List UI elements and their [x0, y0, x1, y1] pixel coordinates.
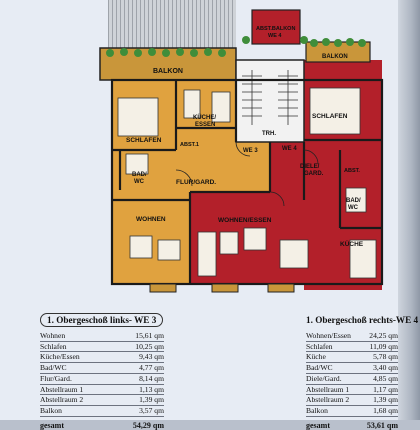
- room-label-bad-wc-right: BAD/WC: [346, 198, 361, 211]
- room-label-abst-right: ABST.: [344, 168, 360, 174]
- room-label-balkon-right: BALKON: [322, 54, 348, 60]
- plants-right: [310, 38, 366, 47]
- room-label-trh: TRH.: [262, 131, 276, 137]
- room-label-balkon: BALKON: [153, 68, 183, 75]
- table-row: Diele/Gard.4,85 qm: [306, 373, 398, 385]
- furniture: [117, 87, 377, 279]
- room-label-schlafen-left: SCHLAFEN: [126, 137, 162, 144]
- plants-left: [106, 48, 226, 57]
- room-label-wohnen-essen: WOHNEN/ESSEN: [218, 217, 272, 224]
- room-label-abst1: ABST.1: [180, 142, 199, 148]
- room-label-flur-gard: FLUR/GARD.: [176, 179, 216, 186]
- area-table-we4-title: 1. Obergeschoß rechts-WE 4: [306, 315, 419, 325]
- kueche-essen-line2: ESSEN: [195, 122, 215, 128]
- table-row: Flur/Gard.8,14 qm: [40, 373, 164, 385]
- walls: [110, 78, 384, 286]
- window-bays: [149, 283, 295, 293]
- book-spine: [398, 0, 420, 420]
- room-label-diele-gard: DIELE/GARD.: [300, 164, 324, 177]
- room-label-schlafen-right: SCHLAFEN: [312, 113, 348, 120]
- kueche-essen-line1: KÜCHE/: [193, 114, 216, 121]
- room-label-wohnen: WOHNEN: [136, 216, 166, 223]
- room-label-kueche: KÜCHE: [340, 239, 364, 248]
- abst-balkon-we4: [251, 9, 301, 45]
- area-table-we3-title: 1. Obergeschoß links- WE 3: [40, 313, 164, 327]
- room-label-kueche-essen: KÜCHE/ESSEN: [193, 114, 216, 128]
- room-label-we3: WE 3: [243, 148, 258, 154]
- room-label-bad-wc-left: BAD/WC: [132, 172, 147, 185]
- stairwell: [235, 59, 305, 143]
- door-arcs: [175, 141, 319, 207]
- plants-top: [242, 36, 308, 44]
- roof-hatch-area: [108, 0, 236, 48]
- room-label-we4: WE 4: [282, 146, 297, 152]
- floor-plan: BALKON SCHLAFEN KÜCHE/ESSEN ABST.1 BAD/W…: [99, 0, 384, 293]
